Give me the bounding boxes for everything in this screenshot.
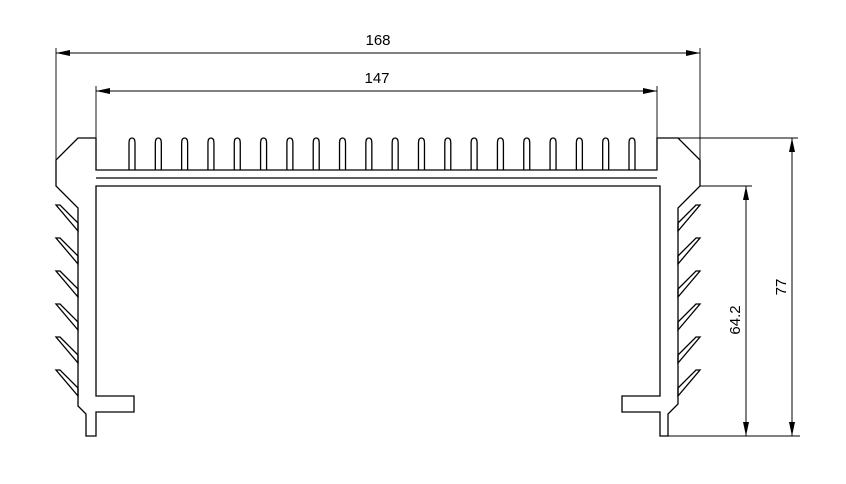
top-fin [338, 137, 347, 170]
top-fin [180, 137, 189, 170]
top-fin [470, 137, 478, 170]
side-fin [677, 303, 702, 332]
side-fin [54, 270, 79, 299]
side-fin [677, 336, 702, 365]
top-fin [444, 137, 452, 170]
dimension-inner-width: 147 [95, 70, 658, 138]
side-fin [54, 237, 79, 266]
top-fin [391, 137, 399, 170]
top-fin [365, 137, 373, 170]
top-fin-array [128, 137, 636, 170]
top-fin [628, 137, 636, 170]
side-fin [54, 336, 79, 365]
arrowhead-right [643, 88, 657, 94]
top-fin [154, 137, 162, 170]
arrowhead-right [686, 50, 700, 56]
dimension-label-168: 168 [365, 32, 390, 49]
arrowhead-bottom [743, 422, 749, 436]
top-fin [575, 137, 584, 170]
dimension-overall-width: 168 [55, 32, 701, 160]
top-fin [496, 137, 505, 170]
top-fin [602, 137, 610, 170]
top-fin [128, 137, 136, 170]
side-fin [54, 204, 79, 233]
dimension-label-77: 77 [773, 279, 790, 296]
dimension-overall-height: 77 [678, 137, 798, 436]
left-side-fins [54, 204, 79, 398]
top-fin [286, 137, 294, 170]
arrowhead-top [743, 186, 749, 200]
heatsink-profile [54, 137, 702, 437]
side-fin [54, 369, 79, 398]
top-fin [259, 137, 268, 170]
side-fin [677, 204, 702, 233]
side-fin [677, 237, 702, 266]
top-fin [523, 137, 531, 170]
arrowhead-top [789, 138, 795, 152]
top-fin [207, 137, 215, 170]
right-side-fins [677, 204, 702, 398]
top-fin [549, 137, 557, 170]
dimension-label-64-2: 64.2 [727, 305, 744, 334]
arrowhead-bottom [789, 422, 795, 436]
dimension-label-147: 147 [364, 70, 389, 87]
profile-outer-contour [55, 137, 701, 437]
arrowhead-left [56, 50, 70, 56]
top-fin [417, 137, 426, 170]
side-fin [54, 303, 79, 332]
side-fin [677, 369, 702, 398]
side-fin [677, 270, 702, 299]
arrowhead-left [96, 88, 110, 94]
dimension-inner-height: 64.2 [668, 185, 800, 437]
top-fin [312, 137, 320, 170]
top-fin [233, 137, 241, 170]
